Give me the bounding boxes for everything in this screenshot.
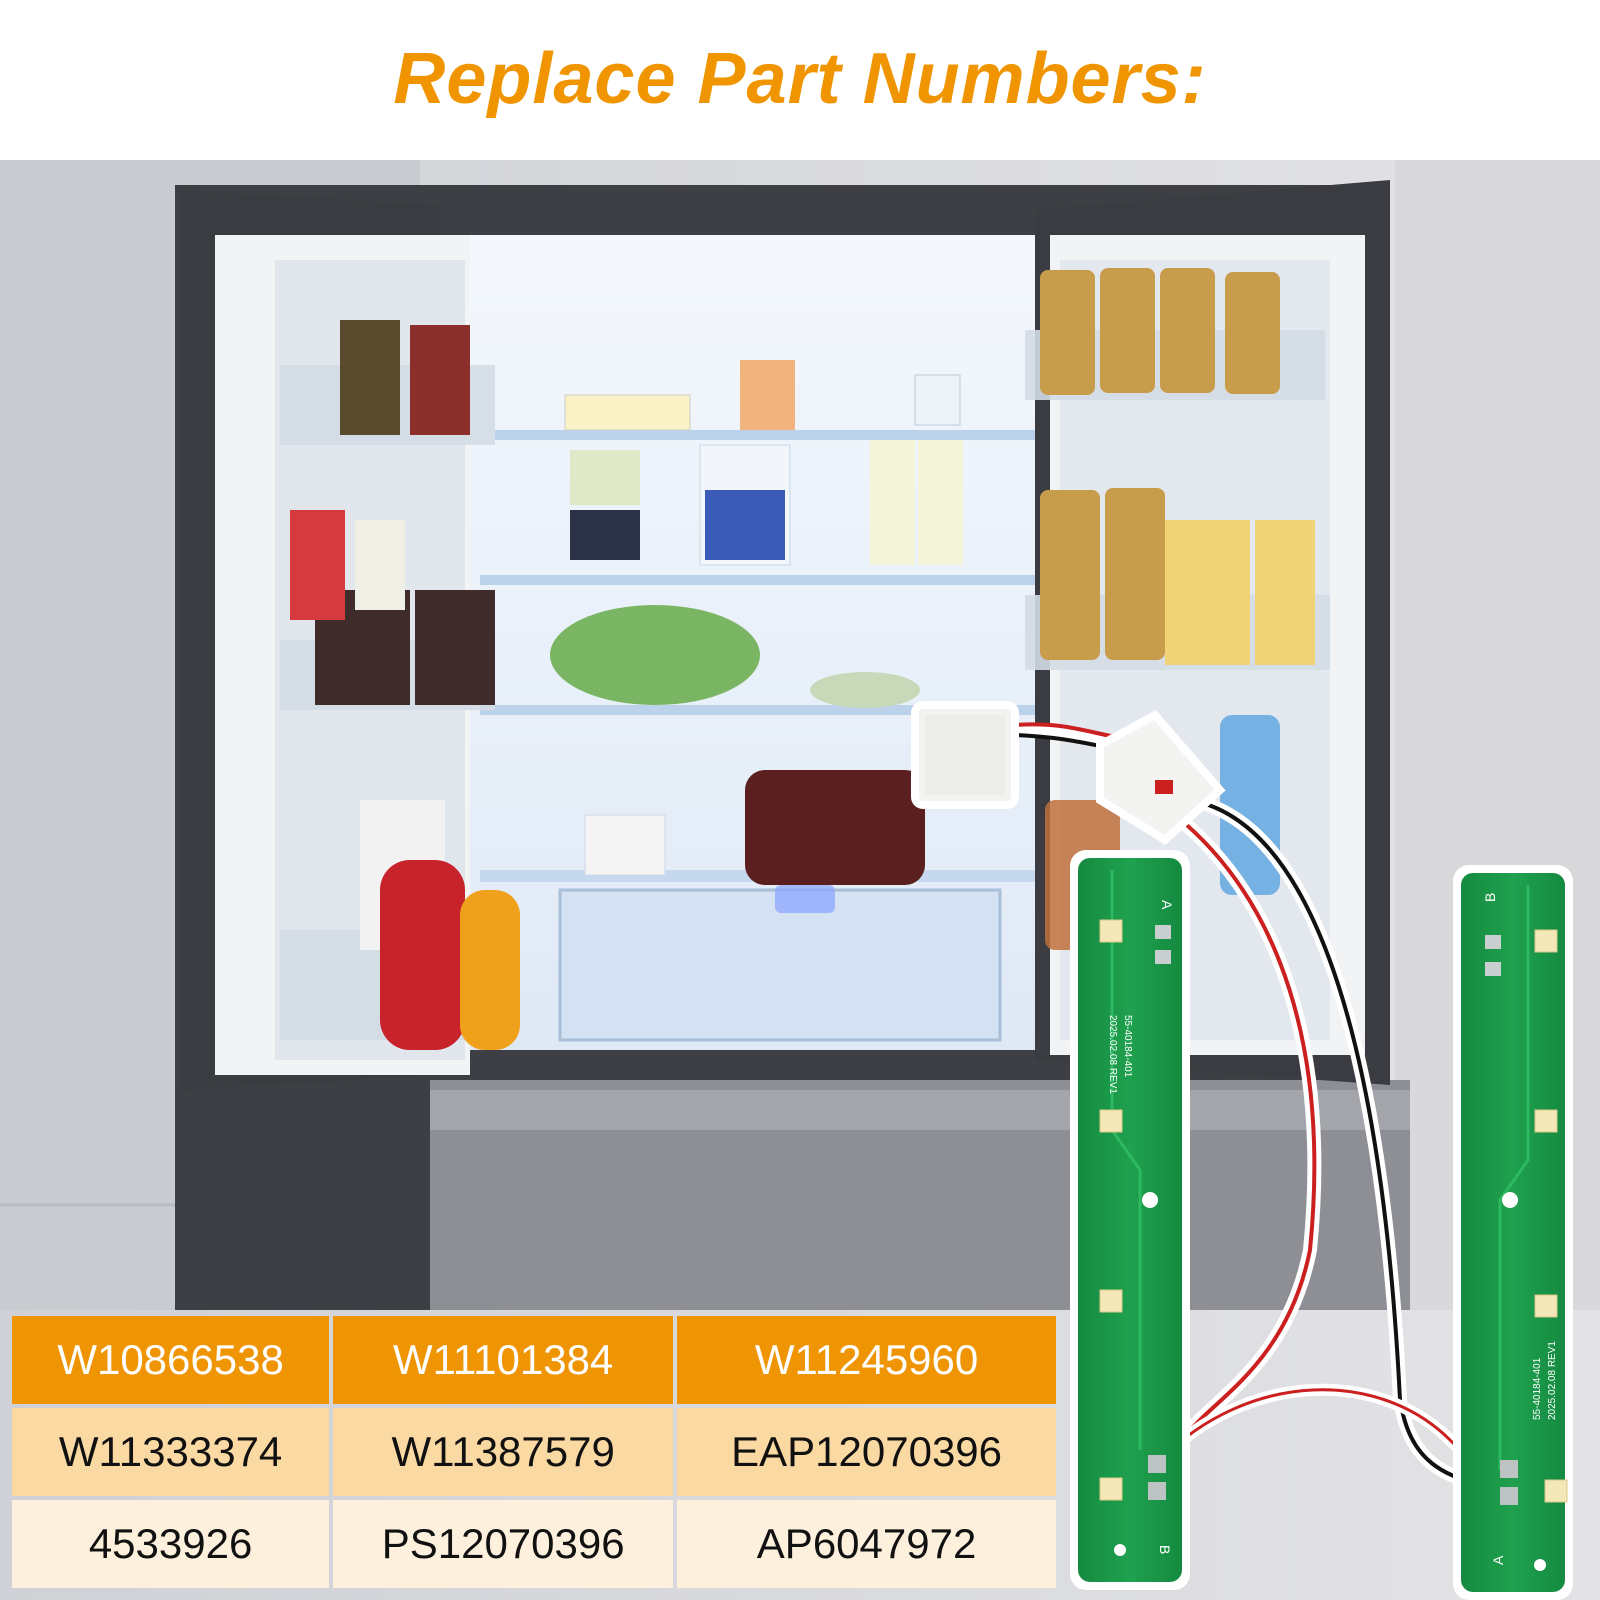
left-pcb-model: 55-40184-401: [1122, 1015, 1133, 1078]
led-strip-pcb-left: [1070, 850, 1190, 1590]
part-number-cell: W11245960: [677, 1316, 1056, 1404]
table-row: W11333374 W11387579 EAP12070396: [12, 1408, 1056, 1496]
part-number-cell: PS12070396: [333, 1500, 674, 1588]
wire-connector: [911, 701, 1226, 845]
part-number-cell: W11387579: [333, 1408, 674, 1496]
right-pcb-model: 55-40184-401: [1532, 1357, 1543, 1420]
left-pcb-top-label: A: [1159, 900, 1175, 910]
part-number-cell: AP6047972: [677, 1500, 1056, 1588]
part-number-cell: W11101384: [333, 1316, 674, 1404]
part-numbers-table: W10866538 W11101384 W11245960 W11333374 …: [8, 1312, 1060, 1592]
part-number-cell: EAP12070396: [677, 1408, 1056, 1496]
part-number-cell: W11333374: [12, 1408, 330, 1496]
fridge-illustration: [175, 180, 1410, 1310]
right-pcb-bottom-label: A: [1490, 1555, 1506, 1565]
table-row: W10866538 W11101384 W11245960: [12, 1316, 1056, 1404]
right-pcb-date: 2025.02.08 REV1: [1547, 1341, 1558, 1420]
part-number-cell: W10866538: [12, 1316, 330, 1404]
left-pcb-bottom-label: B: [1157, 1545, 1173, 1554]
left-pcb-date: 2025.02.08 REV1: [1107, 1015, 1118, 1094]
product-scene: A B 55-40184-401 2025.02.08 REV1 B A 55-…: [0, 160, 1600, 1600]
part-number-cell: 4533926: [12, 1500, 330, 1588]
table-row: 4533926 PS12070396 AP6047972: [12, 1500, 1056, 1588]
led-strip-pcb-right: [1453, 865, 1573, 1600]
page-title: Replace Part Numbers:: [393, 39, 1207, 119]
right-pcb-top-label: B: [1482, 893, 1498, 902]
